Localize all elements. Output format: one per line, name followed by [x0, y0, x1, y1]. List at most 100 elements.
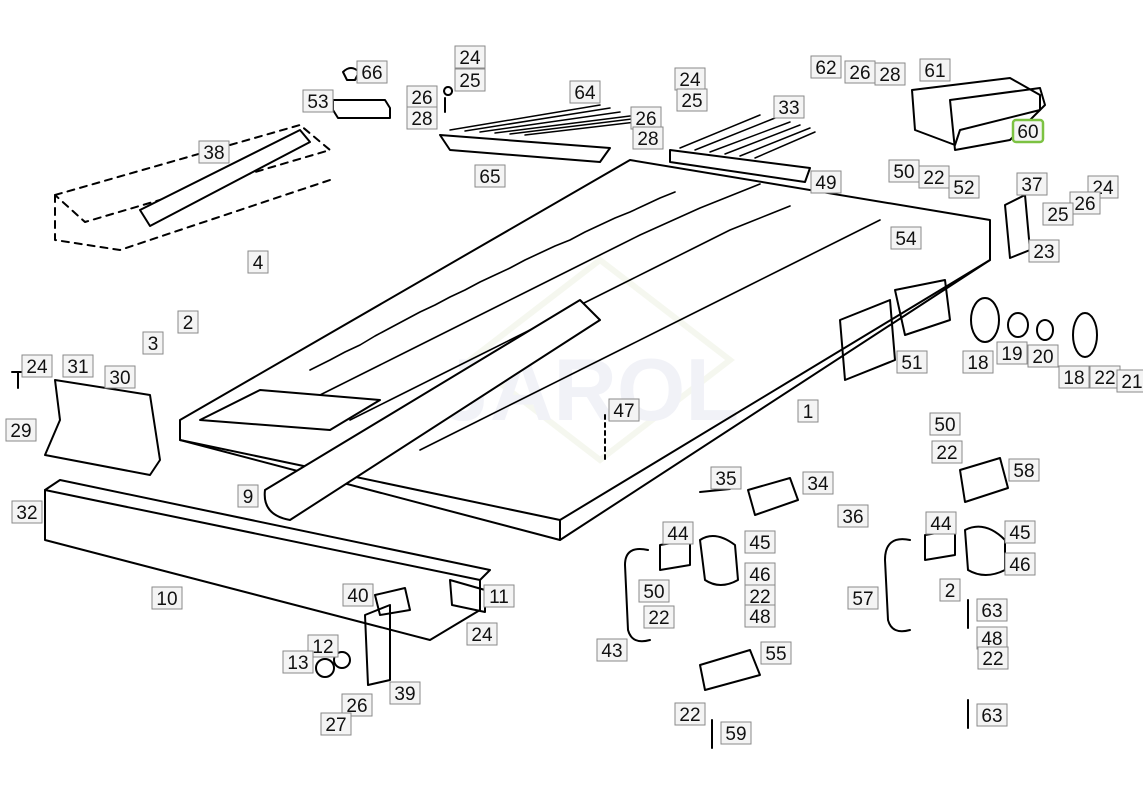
- part-label-50: 50: [929, 412, 961, 436]
- part-label-11: 11: [483, 584, 515, 608]
- part-45-clamp-2: [964, 525, 1006, 576]
- part-label-27: 27: [320, 712, 352, 736]
- part-11-block: [449, 579, 486, 613]
- part-51-bracket: [894, 279, 951, 336]
- part-number-text: 26: [346, 696, 367, 717]
- part-number-text: 2: [183, 313, 194, 334]
- part-label-2: 2: [177, 310, 199, 334]
- part-number-text: 43: [601, 641, 622, 662]
- part-label-51: 51: [896, 350, 928, 374]
- part-label-50: 50: [888, 159, 920, 183]
- part-label-59: 59: [720, 721, 752, 745]
- part-number-text: 63: [981, 706, 1002, 727]
- part-label-26: 26: [630, 106, 662, 130]
- part-label-34: 34: [802, 471, 834, 495]
- part-number-text: 40: [347, 586, 368, 607]
- part-64-comb: [439, 86, 646, 163]
- part-number-text: 34: [807, 474, 829, 495]
- part-label-43: 43: [596, 638, 628, 662]
- part-label-50: 50: [638, 579, 670, 603]
- part-label-1: 1: [797, 399, 819, 423]
- part-number-text: 20: [1032, 347, 1053, 368]
- part-number-text: 50: [643, 582, 664, 603]
- part-label-28: 28: [632, 126, 664, 150]
- part-label-21: 21: [1116, 369, 1143, 393]
- part-39-plate: [364, 604, 391, 686]
- part-label-64: 64: [569, 80, 601, 104]
- part-label-20: 20: [1027, 344, 1059, 368]
- part-number-text: 29: [10, 421, 31, 442]
- part-label-25: 25: [454, 68, 486, 92]
- part-label-49: 49: [810, 170, 842, 194]
- part-label-54: 54: [890, 226, 922, 250]
- part-55-block: [699, 649, 761, 691]
- part-number-text: 28: [879, 65, 900, 86]
- part-33-comb: [669, 114, 816, 183]
- part-number-text: 45: [1009, 523, 1030, 544]
- part-label-53: 53: [302, 89, 334, 113]
- part-label-37: 37: [1016, 172, 1048, 196]
- part-number-text: 45: [749, 533, 770, 554]
- part-label-63: 63: [976, 703, 1008, 727]
- part-23-plate: [1004, 194, 1031, 259]
- part-31-plate: [44, 379, 161, 476]
- part-number-text: 44: [930, 514, 952, 535]
- part-12-washer: [333, 651, 351, 669]
- part-label-65: 65: [474, 164, 506, 188]
- part-label-23: 23: [1028, 239, 1060, 263]
- part-label-22: 22: [643, 605, 675, 629]
- part-9-rack: [263, 299, 601, 521]
- part-number-text: 31: [67, 357, 88, 378]
- part-number-text: 19: [1001, 344, 1022, 365]
- part-number-text: 32: [16, 503, 37, 524]
- part-number-text: 63: [981, 601, 1002, 622]
- part-number-text: 21: [1121, 372, 1142, 393]
- part-number-text: 3: [148, 334, 159, 355]
- part-number-text: 22: [923, 168, 944, 189]
- part-number-text: 24: [26, 357, 48, 378]
- part-number-text: 48: [981, 629, 1002, 650]
- part-51-plate: [839, 299, 896, 381]
- part-label-22: 22: [918, 165, 950, 189]
- part-number-text: 26: [1074, 194, 1095, 215]
- part-number-text: 22: [648, 608, 669, 629]
- part-label-28: 28: [406, 106, 438, 130]
- part-number-text: 59: [725, 724, 746, 745]
- part-label-12: 12: [307, 634, 339, 658]
- part-label-38: 38: [198, 140, 230, 164]
- part-label-58: 58: [1008, 458, 1040, 482]
- part-number-text: 30: [109, 368, 130, 389]
- part-40-block: [374, 587, 411, 616]
- part-number-text: 25: [1047, 205, 1068, 226]
- part-label-22: 22: [674, 702, 706, 726]
- part-label-26: 26: [341, 693, 373, 717]
- part-label-22: 22: [1089, 365, 1121, 389]
- part-number-text: 53: [307, 92, 328, 113]
- part-label-24: 24: [454, 45, 486, 69]
- part-45-clamp: [699, 535, 739, 586]
- part-label-63: 63: [976, 598, 1008, 622]
- part-number-text: 58: [1013, 461, 1034, 482]
- part-label-28: 28: [874, 62, 906, 86]
- part-label-10: 10: [151, 586, 183, 610]
- part-label-26: 26: [406, 85, 438, 109]
- part-number-text: 25: [681, 91, 702, 112]
- part-number-text: 55: [765, 644, 786, 665]
- part-label-4: 4: [247, 250, 269, 274]
- part-number-text: 33: [778, 98, 799, 119]
- part-number-text: 48: [749, 607, 770, 628]
- part-number-text: 24: [459, 48, 481, 69]
- part-label-62: 62: [810, 55, 842, 79]
- part-number-text: 60: [1017, 122, 1038, 143]
- part-number-text: 54: [895, 229, 917, 250]
- part-number-text: 10: [156, 589, 177, 610]
- part-number-text: 11: [489, 587, 509, 608]
- part-label-39: 39: [389, 681, 421, 705]
- part-number-text: 22: [679, 705, 700, 726]
- part-number-text: 46: [749, 565, 770, 586]
- part-label-44: 44: [925, 511, 957, 535]
- part-number-text: 18: [967, 353, 988, 374]
- part-18-flange: [970, 297, 1000, 343]
- part-43-handle: [624, 548, 651, 643]
- part-number-text: 35: [715, 469, 736, 490]
